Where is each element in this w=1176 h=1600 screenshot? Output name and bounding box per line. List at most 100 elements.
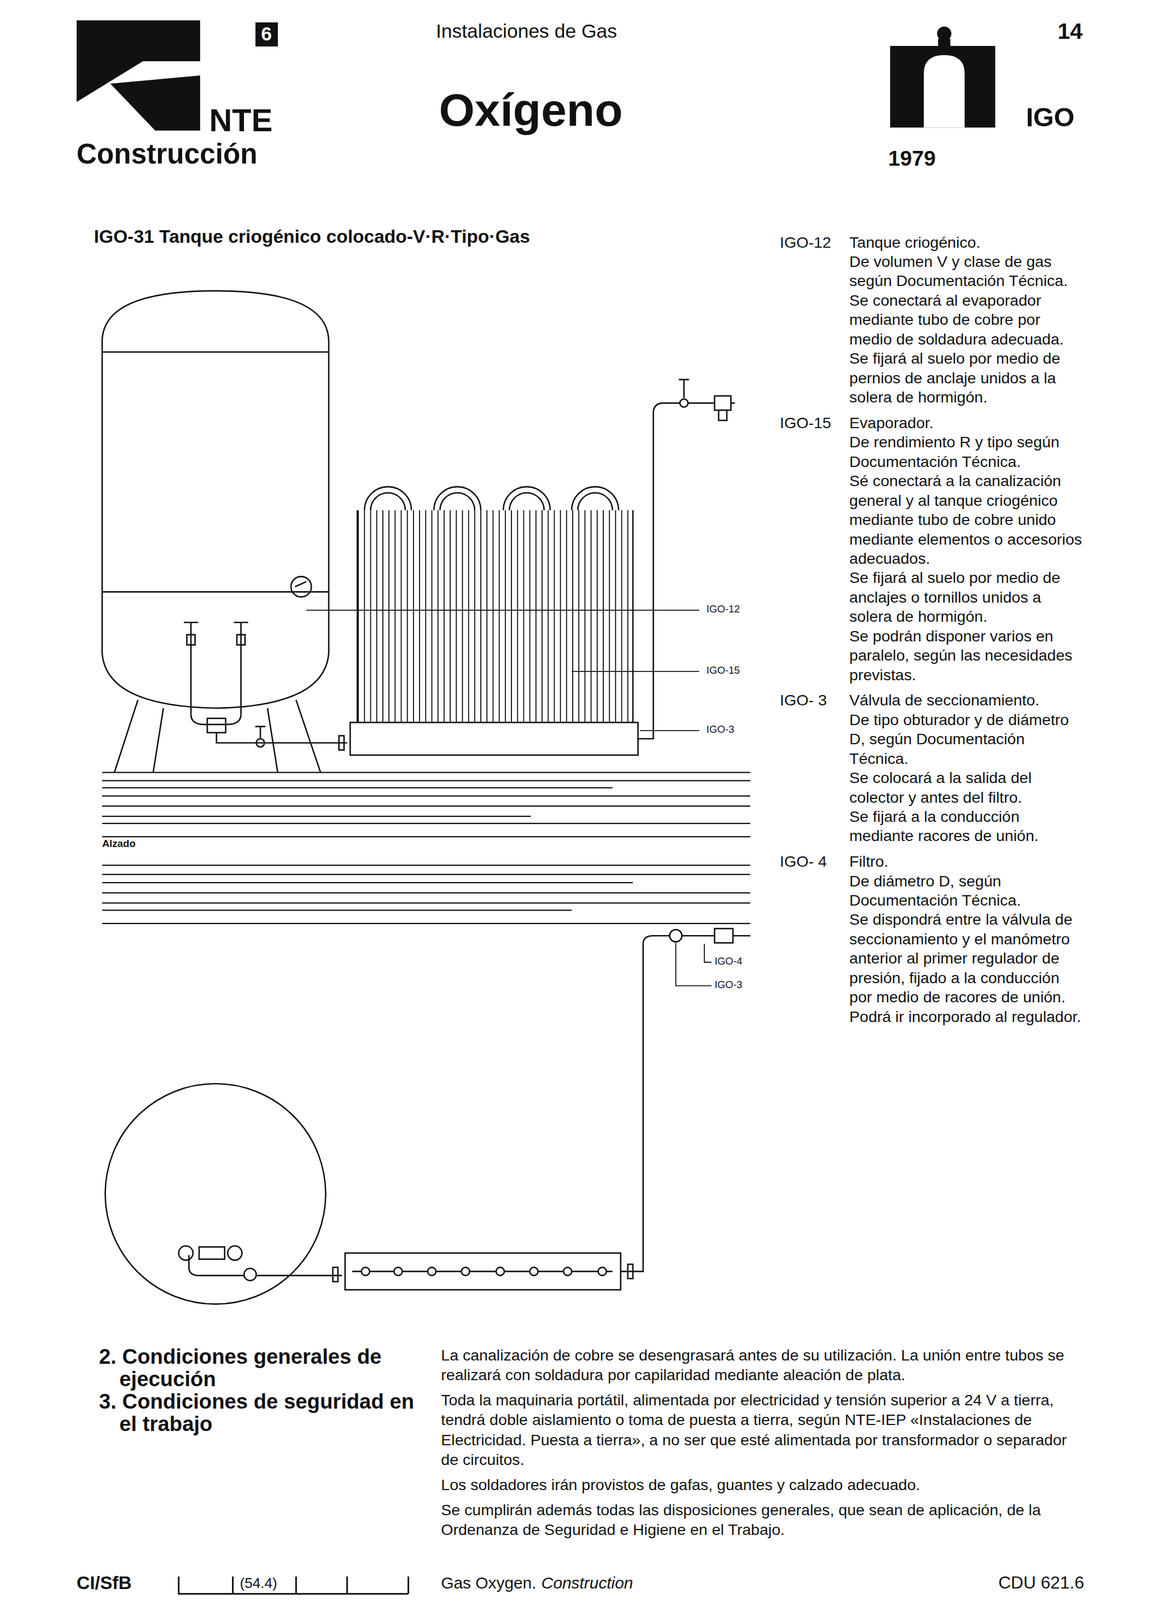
section-heading: 3. Condiciones de seguridad en el trabaj… (99, 1390, 416, 1436)
cylinder-icon-part (889, 45, 995, 128)
callout-number: IGO-12 (706, 603, 740, 615)
header-text: NTE (209, 102, 273, 139)
plan-view-part (461, 1267, 470, 1277)
description-text: Se conectará al evaporador mediante tubo… (849, 290, 1087, 349)
cylinder-icon (889, 26, 995, 128)
plan-view-part (427, 1267, 436, 1277)
leader-lines-part (306, 610, 700, 731)
tank-elevation-part (216, 732, 348, 744)
plan-view-part (620, 935, 751, 1272)
description-text: Podrá ir incorporado al regulador. (849, 1007, 1087, 1027)
description-column: IGO-12Tanque criogénico.De volumen V y c… (779, 233, 1087, 1034)
description-text: Filtro. (849, 852, 1087, 872)
description-text: De rendimiento R y tipo según Documentac… (849, 432, 1087, 472)
footer-text: Construction (541, 1574, 634, 1593)
tank-elevation-part (183, 622, 249, 715)
tank-elevation-part (290, 576, 312, 597)
description-item: IGO- 3Válvula de seccionamiento.De tipo … (779, 690, 1087, 847)
footer-code: CI/SfB (76, 1573, 132, 1595)
paragraph: Se cumplirán además todas las disposicio… (440, 1500, 1087, 1541)
paragraph: Los soldadores irán provistos de gafas, … (440, 1475, 1087, 1495)
sheet-number-box: 6 (255, 22, 278, 46)
tank-elevation-part (236, 635, 246, 646)
evaporator-elevation-part (679, 399, 689, 408)
plan-view-part (669, 929, 682, 942)
tank-elevation-part (207, 718, 226, 733)
callout-number: IGO-3 (714, 979, 743, 991)
description-text: Se colocará a la salida del colector y a… (849, 768, 1087, 808)
leader-lines (306, 610, 712, 987)
evaporator-elevation-part (357, 486, 633, 723)
plan-view-part (496, 1267, 505, 1277)
plan-view-part (227, 1246, 242, 1261)
plan-view-part (598, 1267, 607, 1277)
tank-elevation (102, 290, 348, 773)
callout-number: IGO-3 (706, 723, 735, 736)
section-headings: 2. Condiciones generales de ejecución3. … (99, 1345, 416, 1436)
tank-elevation-part (294, 581, 307, 587)
plan-view-part (352, 1271, 613, 1273)
footer-boxes (178, 1576, 409, 1595)
description-text: Se fijará al suelo por medio de anclajes… (849, 568, 1087, 627)
section-text: La canalización de cobre se desengrasará… (440, 1345, 1087, 1546)
callout-number: IGO-15 (779, 413, 850, 685)
footer-text: Gas Oxygen. (440, 1574, 537, 1593)
description-text: De tipo obturador y de diámetro D, según… (849, 710, 1087, 769)
ground-lines-part (102, 865, 751, 924)
callout-number: IGO-12 (779, 233, 850, 408)
plan-view-part (530, 1267, 539, 1277)
plan-view-part (714, 928, 733, 943)
description-body: Tanque criogénico.De volumen V y clase d… (849, 233, 1087, 408)
description-text: Sé conectará a la canalización general y… (849, 471, 1087, 569)
tank-elevation-part (339, 735, 345, 750)
plan-view-part (105, 1084, 326, 1305)
description-item: IGO-15Evaporador.De rendimiento R y tipo… (779, 413, 1087, 685)
view-label: Alzado (102, 837, 136, 850)
sheet-number: 6 (260, 24, 272, 44)
header-text: Construcción (76, 137, 258, 171)
description-item: IGO-12Tanque criogénico.De volumen V y c… (779, 233, 1087, 408)
plan-view-part (178, 1246, 194, 1261)
header-text: Instalaciones de Gas (435, 20, 617, 43)
figure-title: IGO-31 Tanque criogénico colocado-V·R·Ti… (94, 226, 531, 248)
ground-lines-part (102, 772, 751, 838)
plan-view-part (627, 1264, 633, 1279)
plan-view-part (332, 1267, 338, 1283)
description-text: Se podrán disponer varios en paralelo, s… (849, 626, 1087, 685)
tank-elevation-part (187, 635, 196, 646)
evaporator-elevation-part (714, 396, 731, 411)
evaporator-elevation-part (350, 722, 638, 756)
evaporator-elevation-part (678, 379, 690, 399)
plan-view (105, 928, 750, 1305)
callout-number: IGO-4 (714, 955, 743, 968)
tank-elevation-part (190, 714, 241, 725)
callout-number: IGO- 4 (779, 852, 850, 1027)
tank-elevation-part (102, 591, 329, 593)
cylinder-icon-part (923, 55, 965, 128)
paragraph: Toda la maquinaria portátil, alimentada … (440, 1390, 1087, 1471)
sheet-number: 14 (1057, 18, 1084, 45)
evaporator-elevation-part (637, 403, 735, 739)
footer-title: Gas Oxygen.Construction (440, 1574, 633, 1593)
section-heading: 2. Condiciones generales de ejecución (99, 1345, 416, 1391)
header-year: 1979 (888, 146, 936, 171)
header-code: IGO (1026, 102, 1075, 133)
description-text: Se dispondrá entre la válvula de seccion… (849, 910, 1087, 1007)
description-text: De diámetro D, según Documentación Técni… (849, 871, 1087, 911)
cylinder-icon-part (936, 26, 952, 42)
description-text: Tanque criogénico. (849, 233, 1087, 253)
paragraph: La canalización de cobre se desengrasará… (440, 1345, 1087, 1386)
description-body: Filtro.De diámetro D, según Documentació… (849, 852, 1087, 1027)
tank-elevation-part (102, 290, 329, 709)
plan-view-part (199, 1247, 225, 1260)
leader-lines-part (675, 942, 712, 986)
tank-elevation-part (255, 726, 266, 739)
plan-view-part (243, 1268, 256, 1282)
footer-boxes-part (178, 1576, 409, 1595)
plan-view-part (393, 1267, 403, 1277)
description-text: De volumen V y clase de gas según Docume… (849, 252, 1087, 291)
tank-elevation-part (114, 700, 321, 773)
description-item: IGO- 4Filtro.De diámetro D, según Docume… (779, 852, 1087, 1027)
footer-code: (54.4) (240, 1575, 278, 1592)
description-text: Se fijará al suelo por medio de pernios … (849, 348, 1087, 407)
